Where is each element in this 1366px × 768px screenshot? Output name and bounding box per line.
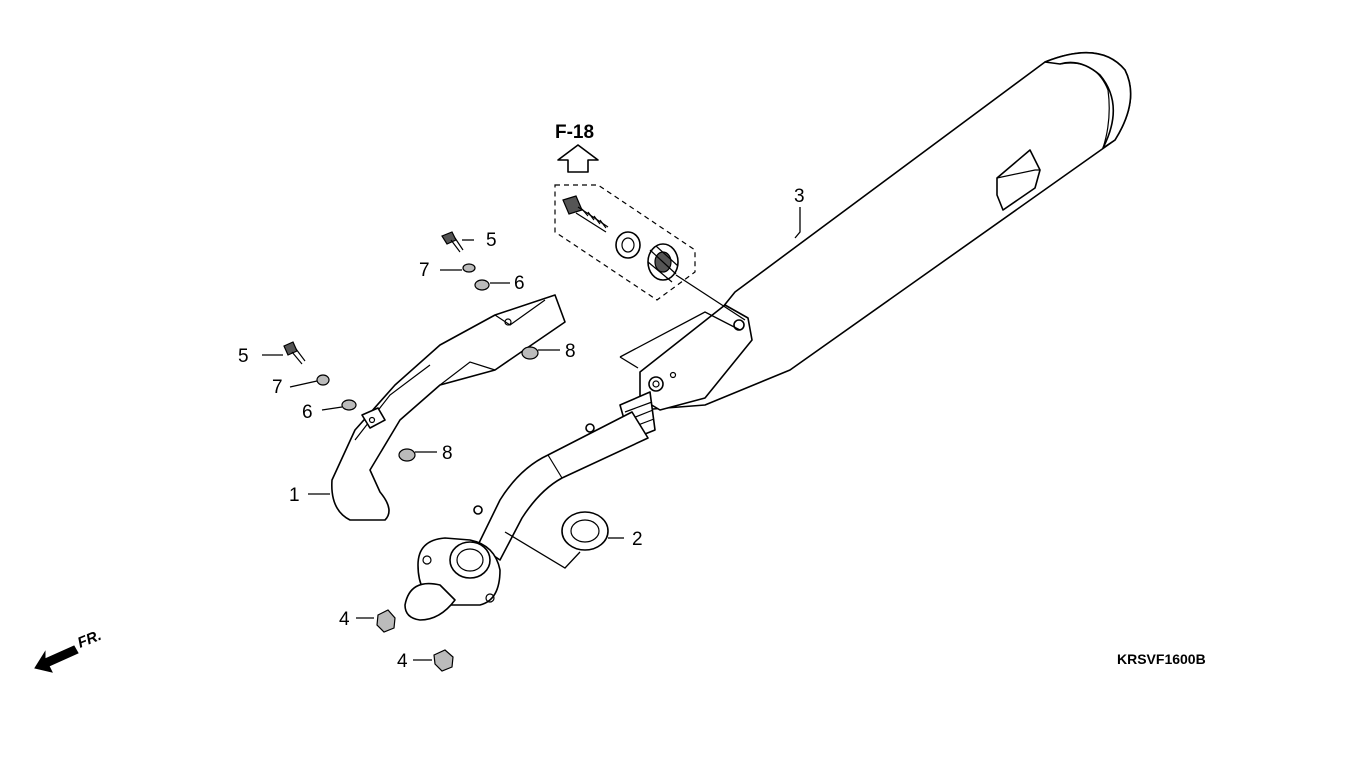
cap-nut-a[interactable]	[376, 609, 396, 633]
heat-shield[interactable]	[331, 294, 566, 521]
callout-6b[interactable]: 6	[302, 402, 313, 423]
clip-nut-upper[interactable]	[474, 279, 490, 291]
front-direction-label: FR.	[75, 627, 104, 652]
callout-7a[interactable]: 7	[419, 260, 430, 281]
callout-8b[interactable]: 8	[442, 443, 453, 464]
callout-7b[interactable]: 7	[272, 377, 283, 398]
front-direction-arrow-icon	[34, 645, 79, 673]
exhaust-pipe[interactable]	[404, 411, 649, 621]
muffler[interactable]	[619, 51, 1132, 441]
grommet-upper[interactable]	[521, 346, 539, 360]
callout-4b[interactable]: 4	[397, 651, 408, 672]
bolt-lower[interactable]	[283, 341, 306, 365]
callout-8a[interactable]: 8	[565, 341, 576, 362]
clip-nut-lower[interactable]	[341, 399, 357, 411]
cap-nut-b[interactable]	[433, 649, 454, 672]
callout-2[interactable]: 2	[632, 529, 643, 550]
callout-3[interactable]: 3	[794, 186, 805, 207]
gasket[interactable]	[561, 511, 609, 551]
callout-5a[interactable]: 5	[486, 230, 497, 251]
reference-arrow	[557, 144, 599, 173]
reference-page-label[interactable]: F-18	[555, 122, 594, 143]
drawing-code: KRSVF1600B	[1117, 651, 1206, 667]
mount-hardware-group	[554, 184, 696, 301]
callout-4a[interactable]: 4	[339, 609, 350, 630]
callout-5b[interactable]: 5	[238, 346, 249, 367]
grommet-lower[interactable]	[398, 448, 416, 462]
callout-1[interactable]: 1	[289, 485, 300, 506]
washer-lower[interactable]	[316, 374, 330, 386]
bolt-upper[interactable]	[441, 231, 464, 253]
washer-upper[interactable]	[462, 263, 476, 273]
callout-6a[interactable]: 6	[514, 273, 525, 294]
